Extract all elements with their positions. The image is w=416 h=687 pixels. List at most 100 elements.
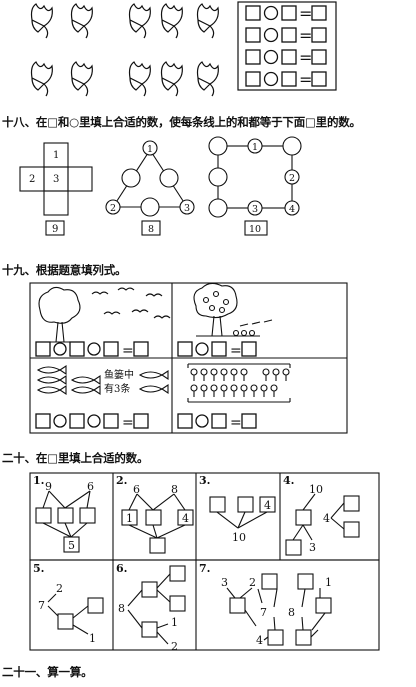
- operator-circle[interactable]: [87, 342, 101, 356]
- problem-label-7: 7.: [199, 562, 210, 575]
- answer-box[interactable]: [261, 573, 278, 590]
- triangle-left-number: 2: [110, 203, 116, 214]
- triangle-node-top[interactable]: [142, 140, 158, 156]
- square-node-bottom-left[interactable]: [208, 198, 228, 218]
- answer-box[interactable]: [141, 621, 158, 638]
- answer-box[interactable]: [343, 521, 360, 538]
- operator-circle[interactable]: [53, 342, 67, 356]
- answer-box[interactable]: [133, 341, 149, 357]
- answer-box[interactable]: [281, 71, 297, 87]
- answer-box[interactable]: [315, 597, 332, 614]
- p1-number-9: 9: [45, 480, 52, 493]
- triangle-target-number: 8: [148, 224, 154, 235]
- operator-circle[interactable]: [263, 49, 279, 65]
- answer-box[interactable]: [69, 341, 85, 357]
- answer-box[interactable]: [267, 629, 284, 646]
- answer-box[interactable]: [211, 413, 227, 429]
- equation-row: =: [245, 70, 327, 89]
- answer-box[interactable]: [295, 629, 312, 646]
- answer-box[interactable]: [103, 413, 119, 429]
- answer-box[interactable]: [133, 413, 149, 429]
- answer-box[interactable]: [145, 509, 162, 526]
- answer-box[interactable]: [57, 613, 74, 630]
- answer-box[interactable]: [35, 413, 51, 429]
- operator-circle[interactable]: [87, 414, 101, 428]
- answer-box[interactable]: [87, 597, 104, 614]
- operator-circle[interactable]: [195, 342, 209, 356]
- picture-problems: [29, 282, 348, 434]
- answer-box[interactable]: [149, 537, 166, 554]
- answer-box[interactable]: [245, 5, 261, 21]
- bird-icon: [117, 287, 135, 291]
- answer-box[interactable]: [169, 595, 186, 612]
- answer-box[interactable]: [211, 341, 227, 357]
- operator-circle[interactable]: [195, 414, 209, 428]
- square-node-bottom-right[interactable]: [284, 200, 300, 216]
- answer-box[interactable]: [35, 341, 51, 357]
- leaf-group-left: [30, 3, 93, 97]
- answer-box[interactable]: [281, 5, 297, 21]
- answer-box[interactable]: [311, 49, 327, 65]
- square-node-right-mid[interactable]: [284, 169, 300, 185]
- p7-number-1: 1: [325, 576, 332, 589]
- answer-box[interactable]: [245, 27, 261, 43]
- answer-box[interactable]: [285, 539, 302, 556]
- equation-row: =: [245, 26, 327, 45]
- operator-circle[interactable]: [263, 5, 279, 21]
- operator-circle[interactable]: [263, 71, 279, 87]
- answer-box[interactable]: [311, 71, 327, 87]
- answer-box[interactable]: [177, 413, 193, 429]
- p6-number-8: 8: [118, 602, 125, 615]
- tree-problem-7: [226, 573, 332, 646]
- answer-box[interactable]: [35, 507, 52, 524]
- triangle-node-left[interactable]: [105, 199, 121, 215]
- operator-circle[interactable]: [263, 27, 279, 43]
- answer-box[interactable]: [69, 413, 85, 429]
- square-node-top-left[interactable]: [208, 136, 228, 156]
- square-node-bottom-mid[interactable]: [247, 200, 263, 216]
- cross-cell-bottom[interactable]: [43, 190, 69, 216]
- triangle-node-right-mid[interactable]: [159, 168, 179, 188]
- triangle-top-number: 1: [147, 144, 153, 155]
- equation-panel-frame: [237, 1, 337, 91]
- fish-basket-text-2: 有3条: [104, 382, 130, 395]
- answer-box[interactable]: [297, 573, 314, 590]
- answer-box[interactable]: [311, 27, 327, 43]
- p2-number-1: 1: [126, 512, 133, 525]
- answer-box[interactable]: [229, 597, 246, 614]
- square-node-left-mid[interactable]: [208, 167, 228, 187]
- answer-box[interactable]: [311, 5, 327, 21]
- square-right-mid-number: 2: [289, 173, 295, 184]
- answer-box[interactable]: [241, 413, 257, 429]
- cross-top-number: 1: [53, 150, 59, 161]
- tree-problem-1: [35, 490, 96, 553]
- answer-box[interactable]: [103, 341, 119, 357]
- triangle-node-bottom-mid[interactable]: [140, 197, 160, 217]
- answer-box[interactable]: [57, 507, 74, 524]
- answer-box[interactable]: [177, 341, 193, 357]
- p6-number-2: 2: [171, 640, 178, 653]
- triangle-node-right[interactable]: [179, 199, 195, 215]
- answer-box[interactable]: [209, 496, 226, 513]
- answer-box: [259, 496, 276, 513]
- answer-box[interactable]: [245, 71, 261, 87]
- square-node-top-mid[interactable]: [247, 138, 263, 154]
- fish-icon: [36, 374, 67, 386]
- answer-box[interactable]: [169, 565, 186, 582]
- answer-box[interactable]: [241, 341, 257, 357]
- answer-box[interactable]: [295, 509, 312, 526]
- cross-cell-right[interactable]: [67, 166, 93, 192]
- square-node-top-right[interactable]: [282, 136, 302, 156]
- answer-box[interactable]: [343, 495, 360, 512]
- tree-problem-4: [285, 493, 360, 556]
- operator-circle[interactable]: [53, 414, 67, 428]
- answer-box[interactable]: [141, 581, 158, 598]
- answer-box[interactable]: [237, 496, 254, 513]
- triangle-node-left-mid[interactable]: [121, 168, 141, 188]
- answer-box[interactable]: [281, 49, 297, 65]
- p6-number-1: 1: [171, 616, 178, 629]
- answer-box[interactable]: [79, 507, 96, 524]
- answer-box[interactable]: [281, 27, 297, 43]
- answer-box[interactable]: [245, 49, 261, 65]
